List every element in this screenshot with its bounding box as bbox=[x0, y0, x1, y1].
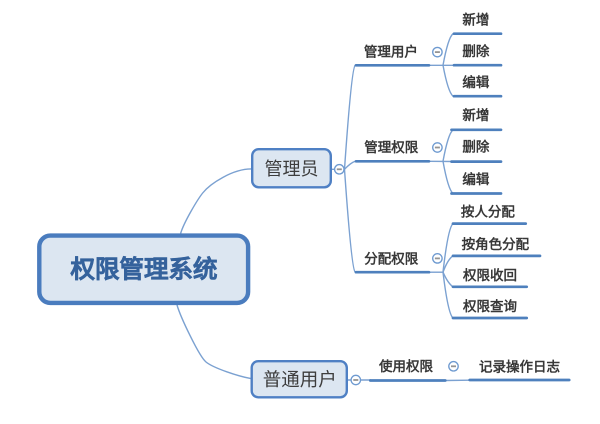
svg-text:编辑: 编辑 bbox=[462, 171, 489, 187]
svg-text:按角色分配: 按角色分配 bbox=[462, 236, 530, 252]
svg-text:记录操作日志: 记录操作日志 bbox=[479, 358, 560, 374]
svg-text:管理权限: 管理权限 bbox=[364, 139, 418, 155]
svg-text:权限查询: 权限查询 bbox=[462, 298, 517, 314]
svg-text:普通用户: 普通用户 bbox=[263, 369, 337, 390]
svg-text:按人分配: 按人分配 bbox=[461, 203, 515, 219]
svg-text:删除: 删除 bbox=[462, 43, 489, 59]
svg-text:管理员: 管理员 bbox=[265, 159, 319, 179]
svg-text:新增: 新增 bbox=[462, 107, 489, 123]
svg-text:管理用户: 管理用户 bbox=[364, 44, 418, 60]
svg-text:分配权限: 分配权限 bbox=[364, 250, 418, 266]
svg-text:编辑: 编辑 bbox=[462, 74, 489, 90]
svg-text:使用权限: 使用权限 bbox=[378, 358, 433, 374]
svg-text:权限管理系统: 权限管理系统 bbox=[70, 255, 218, 284]
svg-text:删除: 删除 bbox=[462, 139, 489, 155]
svg-text:新增: 新增 bbox=[462, 12, 489, 28]
svg-text:权限收回: 权限收回 bbox=[462, 267, 517, 283]
